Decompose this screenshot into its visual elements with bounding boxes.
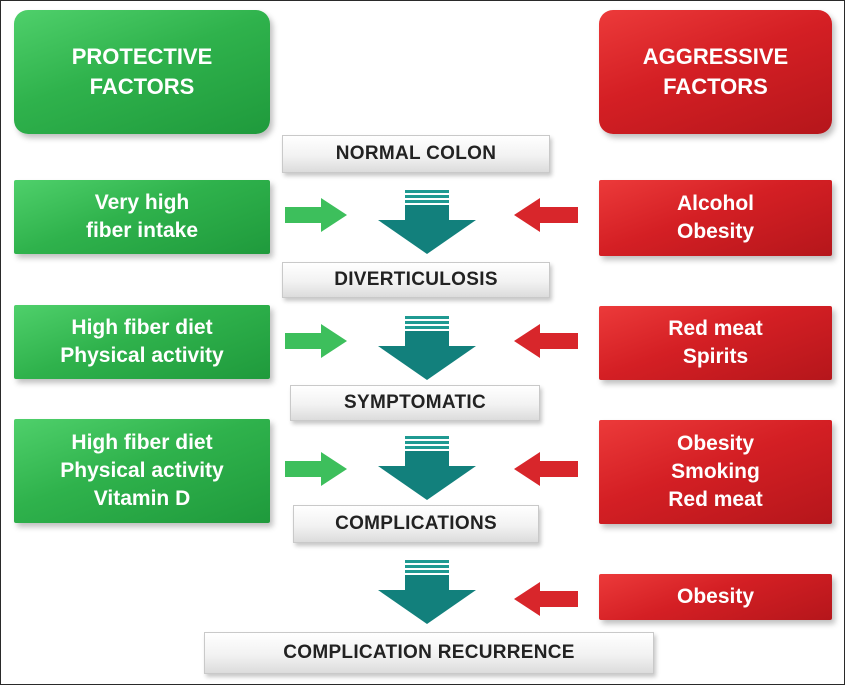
aggressive-factor-3-line-1: Obesity bbox=[676, 432, 755, 455]
protective-factor-box-1: Very high fiber intake bbox=[14, 180, 270, 254]
stage-normal-colon-label: NORMAL COLON bbox=[335, 143, 497, 164]
aggressive-factor-2-line-2: Spirits bbox=[682, 345, 749, 368]
stage-diverticulosis: DIVERTICULOSIS bbox=[282, 262, 550, 298]
protective-factor-2-line-1: High fiber diet bbox=[71, 316, 213, 339]
protective-factor-2-line-2: Physical activity bbox=[60, 344, 224, 367]
aggressive-factor-box-2: Red meat Spirits bbox=[599, 306, 832, 380]
teal-down-arrow-icon bbox=[378, 316, 476, 380]
protective-factor-1-line-2: fiber intake bbox=[85, 219, 199, 242]
teal-down-arrow-icon bbox=[378, 190, 476, 254]
red-left-arrow-icon bbox=[514, 198, 578, 232]
aggressive-header-line-2: FACTORS bbox=[663, 74, 768, 99]
aggressive-factor-1-line-2: Obesity bbox=[676, 220, 755, 243]
protective-factor-box-2: High fiber diet Physical activity bbox=[14, 305, 270, 379]
aggressive-factor-box-1: Alcohol Obesity bbox=[599, 180, 832, 256]
green-right-arrow-icon bbox=[285, 452, 347, 486]
green-right-arrow-icon bbox=[285, 198, 347, 232]
aggressive-factor-1-line-1: Alcohol bbox=[677, 192, 754, 215]
stage-normal-colon: NORMAL COLON bbox=[282, 135, 550, 173]
protective-factor-3-line-2: Physical activity bbox=[60, 459, 224, 482]
protective-factor-box-3: High fiber diet Physical activity Vitami… bbox=[14, 419, 270, 523]
stage-symptomatic-label: SYMPTOMATIC bbox=[344, 392, 486, 413]
stage-complications: COMPLICATIONS bbox=[293, 505, 539, 543]
teal-down-arrow-icon bbox=[378, 436, 476, 500]
aggressive-factor-3-line-2: Smoking bbox=[671, 460, 760, 483]
stage-diverticulosis-label: DIVERTICULOSIS bbox=[334, 269, 498, 290]
stage-complications-label: COMPLICATIONS bbox=[335, 513, 497, 534]
aggressive-factor-2-line-1: Red meat bbox=[668, 317, 763, 340]
aggressive-factor-box-4: Obesity bbox=[599, 574, 832, 620]
protective-factor-3-line-3: Vitamin D bbox=[93, 487, 191, 510]
aggressive-factor-box-3: Obesity Smoking Red meat bbox=[599, 420, 832, 524]
teal-down-arrow-icon bbox=[378, 560, 476, 624]
green-right-arrow-icon bbox=[285, 324, 347, 358]
aggressive-factor-3-line-3: Red meat bbox=[668, 488, 763, 511]
protective-factor-1-line-1: Very high bbox=[94, 191, 190, 214]
red-left-arrow-icon bbox=[514, 582, 578, 616]
protective-header-line-1: PROTECTIVE bbox=[71, 44, 213, 69]
aggressive-factor-4-line-1: Obesity bbox=[676, 585, 755, 608]
red-left-arrow-icon bbox=[514, 324, 578, 358]
stage-complication-recurrence-label: COMPLICATION RECURRENCE bbox=[283, 642, 575, 663]
red-left-arrow-icon bbox=[514, 452, 578, 486]
protective-factors-header: PROTECTIVE FACTORS bbox=[14, 10, 270, 134]
stage-symptomatic: SYMPTOMATIC bbox=[290, 385, 540, 421]
aggressive-header-line-1: AGGRESSIVE bbox=[642, 44, 789, 69]
aggressive-factors-header: AGGRESSIVE FACTORS bbox=[599, 10, 832, 134]
stage-complication-recurrence: COMPLICATION RECURRENCE bbox=[204, 632, 654, 674]
protective-header-line-2: FACTORS bbox=[89, 74, 195, 99]
protective-factor-3-line-1: High fiber diet bbox=[71, 431, 213, 454]
